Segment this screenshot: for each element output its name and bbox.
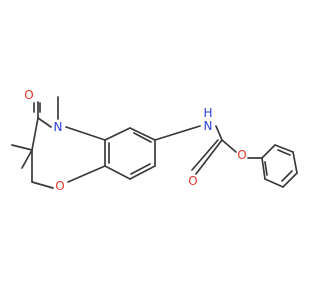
bond-benzo	[129, 127, 156, 141]
bond-n-aryl	[154, 125, 201, 141]
bond-phenyl	[274, 144, 294, 153]
ester-oxygen-label: O	[237, 148, 246, 162]
bond-ring	[67, 165, 106, 183]
bond-ring	[31, 181, 54, 189]
bond-c-o-double-a	[195, 139, 223, 175]
amide-hydrogen-label: H	[203, 106, 212, 120]
bond-phenyl	[261, 144, 276, 159]
molecule-structure: O N O N H O O	[11, 88, 298, 193]
bond-c-o-ester	[221, 139, 237, 153]
ring-ether-oxygen-label: O	[55, 179, 64, 193]
bond-phenyl-double	[264, 161, 268, 176]
bond-phenyl	[264, 178, 284, 188]
bond-phenyl	[261, 157, 266, 180]
bond-ring	[31, 117, 39, 151]
bond-phenyl-double	[277, 149, 291, 156]
ring-nitrogen-label: N	[54, 120, 63, 134]
carbonyl-oxygen-label: O	[24, 88, 33, 102]
atom-labels: O N O N H O O	[24, 88, 246, 193]
bond-benzo	[129, 165, 156, 180]
bond-benzo-double	[130, 163, 151, 175]
bond-benzo	[104, 165, 131, 180]
carbamate-nitrogen-label: N	[204, 119, 213, 133]
bond-benzo	[104, 127, 131, 141]
bond-c-o-double-b	[191, 139, 219, 171]
bond-phenyl	[292, 151, 298, 174]
bond-lines	[11, 96, 298, 189]
bond-methyl	[21, 149, 33, 169]
bond-phenyl-double	[281, 170, 293, 182]
bond-phenyl	[282, 172, 298, 188]
bond-ring	[65, 126, 106, 141]
bond-n-carbonyl	[215, 125, 223, 141]
bond-methyl	[11, 144, 33, 151]
bond-ring	[37, 117, 52, 128]
carbamate-carbonyl-oxygen-label: O	[188, 174, 197, 188]
bond-benzo-double	[133, 132, 152, 143]
